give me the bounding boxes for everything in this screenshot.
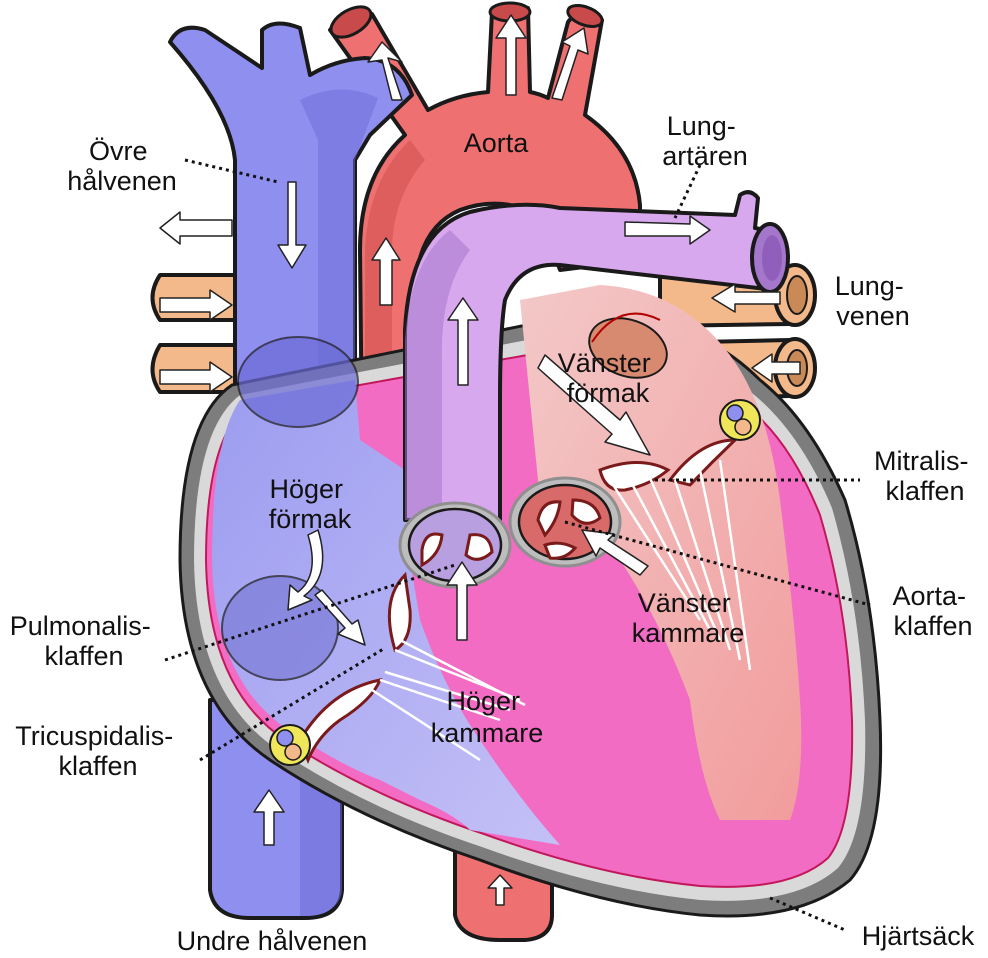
arrow-icon	[624, 215, 711, 245]
arrow-icon	[581, 529, 649, 576]
tricuspid-valve-graphic	[298, 571, 526, 764]
mitral-valve-graphic	[598, 438, 752, 671]
label-mitral-valve: Mitralis- klaffen	[874, 446, 976, 506]
arrow-icon	[537, 354, 651, 456]
arrow-icon	[447, 297, 479, 386]
arrow-icon	[277, 181, 307, 269]
arrow-icon	[487, 874, 513, 906]
arrow-icon	[159, 361, 233, 393]
label-aortic-valve: Aorta- klaffen	[892, 581, 973, 641]
coronary-vessels	[269, 399, 761, 766]
pulmonary-valve-graphic	[398, 501, 512, 589]
arrow-icon	[159, 289, 233, 321]
arrow-icon	[551, 27, 589, 101]
arrow-icon	[287, 529, 324, 611]
arrow-icon	[314, 589, 366, 646]
blood-flow-arrows	[159, 14, 801, 906]
arrow-icon	[253, 789, 285, 846]
arrow-icon	[495, 14, 527, 96]
label-pulmonary-veins: Lung- venen	[835, 271, 912, 331]
arrow-icon	[159, 211, 233, 245]
arrow-icon	[367, 41, 403, 101]
arrow-icon	[751, 353, 801, 383]
label-aorta: Aorta	[464, 128, 530, 158]
label-superior-vena-cava: Övre hålvenen	[67, 136, 177, 196]
label-pericardium: Hjärtsäck	[862, 921, 975, 951]
labels: Aorta Lung- artären Övre hålvenen Lung- …	[10, 111, 976, 956]
pulmonary-artery	[403, 190, 790, 522]
label-right-atrium: Höger förmak	[269, 474, 352, 534]
label-right-ventricle: Höger kammare	[431, 686, 544, 748]
label-inferior-vena-cava: Undre hålvenen	[177, 926, 368, 956]
arrow-icon	[371, 237, 401, 306]
label-left-atrium: Vänster förmak	[558, 348, 659, 408]
label-left-ventricle: Vänster kammare	[632, 588, 745, 648]
arrow-icon	[711, 283, 781, 313]
label-tricuspid-valve: Tricuspidalis- klaffen	[15, 721, 181, 781]
label-pulmonary-valve: Pulmonalis- klaffen	[10, 611, 159, 671]
arrow-icon	[446, 561, 478, 641]
leader-lines	[164, 158, 871, 932]
label-pulmonary-artery: Lung- artären	[662, 111, 748, 171]
